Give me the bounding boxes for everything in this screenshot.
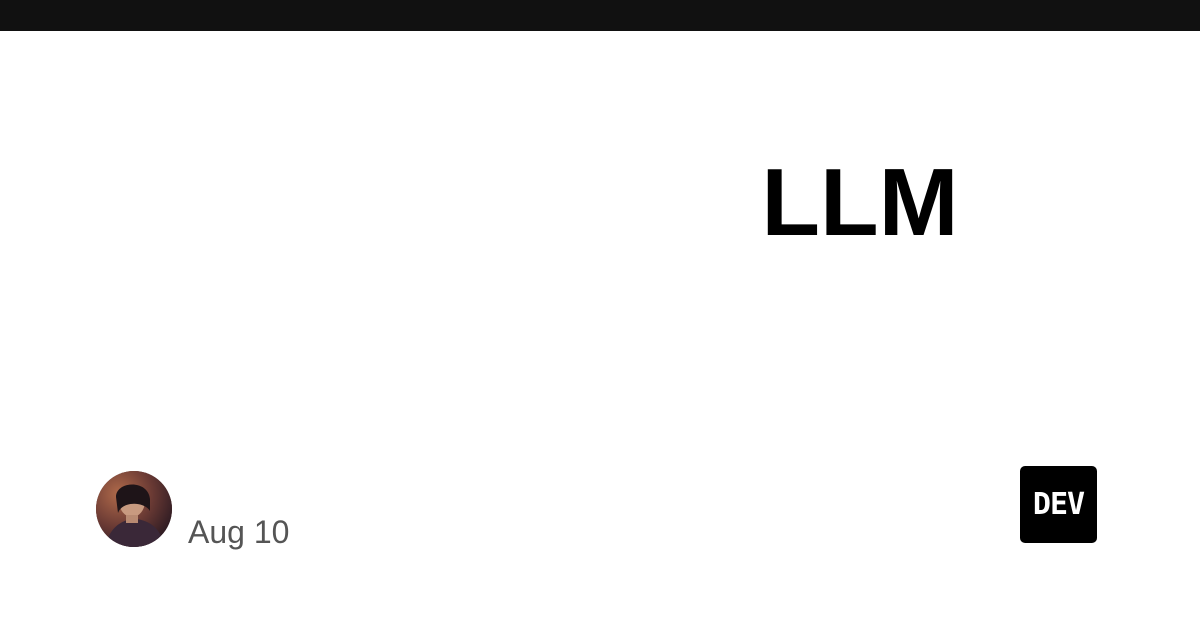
- avatar-photo-icon: [96, 471, 172, 547]
- dev-logo-text: DEV: [1032, 486, 1085, 522]
- top-bar: [0, 0, 1200, 31]
- dev-logo[interactable]: DEV: [1020, 466, 1097, 543]
- author-avatar: [96, 471, 172, 547]
- post-date: Aug 10: [188, 514, 290, 550]
- post-title: LLM: [761, 149, 959, 256]
